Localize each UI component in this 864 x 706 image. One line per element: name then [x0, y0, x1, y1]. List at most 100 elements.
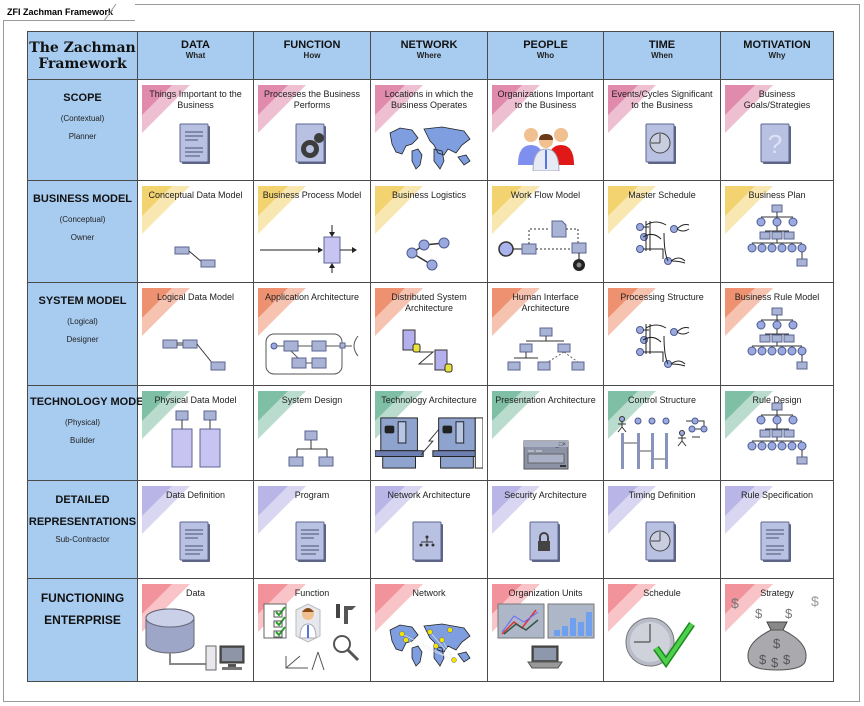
- document-icon: [725, 521, 829, 569]
- cell-detailed-people[interactable]: Security Architecture: [487, 480, 604, 579]
- row-business-model: BUSINESS MODEL (Conceptual) Owner Concep…: [27, 180, 834, 283]
- cell-technology-model-time[interactable]: Control Structure: [603, 385, 721, 481]
- diagram-frame-title: ZFI Zachman Framework: [3, 4, 136, 21]
- charts-laptop-icon: [492, 602, 599, 672]
- corner-accent-triangle: [375, 584, 423, 632]
- cell-scope-time[interactable]: Events/Cycles Significant to the Busines…: [603, 79, 721, 181]
- svg-text:?: ?: [768, 129, 782, 159]
- distributed-nodes-icon: [375, 328, 483, 376]
- cell-card: Security Architecture: [492, 486, 599, 573]
- component-diagram-icon: [258, 332, 366, 376]
- cell-business-model-people[interactable]: Work Flow Model: [487, 180, 604, 283]
- node-network-icon: [375, 233, 483, 273]
- cell-detailed-function[interactable]: Program: [253, 480, 371, 579]
- physical-tables-icon: [142, 409, 249, 471]
- interface-tree-icon: [492, 326, 599, 376]
- framework-title-line2: Framework: [38, 55, 127, 72]
- gear-document-icon: [258, 123, 366, 171]
- people-group-icon: [492, 125, 599, 171]
- process-box-icon: [258, 223, 366, 273]
- hierarchy-tree-icon: [725, 401, 829, 471]
- cell-label: Control Structure: [627, 395, 697, 405]
- cell-card: Data: [142, 584, 249, 676]
- cell-card: Organization Units: [492, 584, 599, 676]
- cell-detailed-time[interactable]: Timing Definition: [603, 480, 721, 579]
- corner-accent-triangle: [608, 584, 656, 632]
- sequence-diagram-icon: [608, 415, 716, 471]
- document-icon: [142, 521, 249, 569]
- cell-card: Events/Cycles Significant to the Busines…: [608, 85, 716, 175]
- cell-functioning-motivation[interactable]: Strategy$$$$$$$$: [720, 578, 834, 682]
- cell-technology-model-network[interactable]: Technology Architecture: [370, 385, 488, 481]
- row-functioning-enterprise: FUNCTIONING ENTERPRISE Data Function Net…: [27, 578, 834, 682]
- cell-system-model-motivation[interactable]: Business Rule Model: [720, 282, 834, 386]
- small-tree-icon: [258, 429, 366, 471]
- cell-business-model-network[interactable]: Business Logistics: [370, 180, 488, 283]
- cell-functioning-time[interactable]: Schedule: [603, 578, 721, 682]
- corner-accent-triangle: [725, 391, 773, 439]
- question-document-icon: ?: [725, 123, 829, 171]
- cell-card: Business Rule Model: [725, 288, 829, 380]
- cell-label: Security Architecture: [504, 490, 587, 500]
- cell-scope-data[interactable]: Things Important to the Business: [137, 79, 254, 181]
- cell-detailed-motivation[interactable]: Rule Specification: [720, 480, 834, 579]
- cell-label: Rule Design: [752, 395, 802, 405]
- cell-card: Logical Data Model: [142, 288, 249, 380]
- cell-technology-model-data[interactable]: Physical Data Model: [137, 385, 254, 481]
- clock-document-icon: [608, 123, 716, 171]
- cell-business-model-motivation[interactable]: Business Plan: [720, 180, 834, 283]
- cell-label: Processing Structure: [620, 292, 704, 302]
- cell-system-model-data[interactable]: Logical Data Model: [137, 282, 254, 386]
- framework-title-line1: The Zachman: [29, 39, 136, 56]
- cell-detailed-data[interactable]: Data Definition: [137, 480, 254, 579]
- cell-technology-model-motivation[interactable]: Rule Design: [720, 385, 834, 481]
- cell-technology-model-people[interactable]: Presentation Architecture_□×: [487, 385, 604, 481]
- cell-label: Function: [294, 588, 330, 598]
- corner-accent-triangle: [375, 288, 423, 336]
- svg-text:_□×: _□×: [554, 442, 566, 448]
- svg-text:$: $: [771, 655, 779, 670]
- cell-scope-network[interactable]: Locations in which the Business Operates: [370, 79, 488, 181]
- logical-model-icon: [142, 336, 249, 376]
- cell-technology-model-function[interactable]: System Design: [253, 385, 371, 481]
- cell-business-model-data[interactable]: Conceptual Data Model: [137, 180, 254, 283]
- cell-system-model-time[interactable]: Processing Structure: [603, 282, 721, 386]
- cell-business-model-function[interactable]: Business Process Model: [253, 180, 371, 283]
- corner-accent-triangle: [375, 85, 423, 133]
- framework-title-cell: The Zachman Framework: [27, 31, 138, 80]
- cell-label: Timing Definition: [628, 490, 696, 500]
- cell-functioning-people[interactable]: Organization Units: [487, 578, 604, 682]
- cell-card: Organizations Important to the Business: [492, 85, 599, 175]
- cell-business-model-time[interactable]: Master Schedule: [603, 180, 721, 283]
- cell-card: Processing Structure: [608, 288, 716, 380]
- cell-card: Control Structure: [608, 391, 716, 475]
- hierarchy-tree-icon: [725, 203, 829, 273]
- cell-system-model-network[interactable]: Distributed System Architecture: [370, 282, 488, 386]
- cell-detailed-network[interactable]: Network Architecture: [370, 480, 488, 579]
- cell-card: System Design: [258, 391, 366, 475]
- corner-accent-triangle: [492, 391, 540, 439]
- cell-card: Human Interface Architecture: [492, 288, 599, 380]
- corner-accent-triangle: [608, 391, 656, 439]
- row-header-scope: SCOPE (Contextual) Planner: [27, 79, 138, 181]
- corner-accent-triangle: [492, 486, 540, 534]
- svg-text:$: $: [755, 606, 763, 621]
- cell-functioning-network[interactable]: Network: [370, 578, 488, 682]
- cell-scope-people[interactable]: Organizations Important to the Business: [487, 79, 604, 181]
- corner-accent-triangle: [492, 288, 540, 336]
- corner-accent-triangle: [258, 288, 306, 336]
- cell-label: Things Important to the Business: [149, 89, 242, 110]
- cell-system-model-people[interactable]: Human Interface Architecture: [487, 282, 604, 386]
- cell-functioning-function[interactable]: Function: [253, 578, 371, 682]
- cell-scope-function[interactable]: Processes the Business Performs: [253, 79, 371, 181]
- svg-text:$: $: [783, 652, 791, 667]
- network-document-icon: [375, 521, 483, 569]
- cell-system-model-function[interactable]: Application Architecture: [253, 282, 371, 386]
- cell-label: Network: [412, 588, 446, 598]
- cell-functioning-data[interactable]: Data: [137, 578, 254, 682]
- clock-check-icon: [608, 612, 716, 672]
- cell-label: Logical Data Model: [156, 292, 235, 302]
- cell-scope-motivation[interactable]: Business Goals/Strategies?: [720, 79, 834, 181]
